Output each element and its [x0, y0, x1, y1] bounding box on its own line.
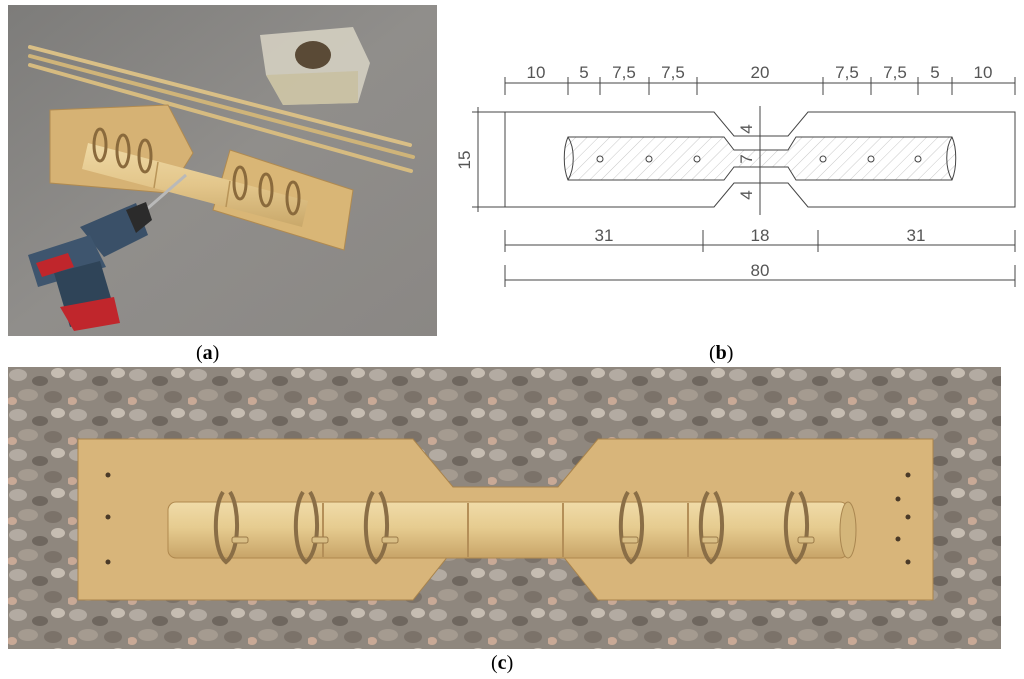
- dim-label: 4: [737, 124, 756, 133]
- screw-holes: [596, 155, 922, 163]
- dim-label: 4: [737, 190, 756, 199]
- dim-label: 7,5: [661, 63, 685, 82]
- wooden-pegs: [231, 536, 815, 544]
- cordless-drill: [28, 202, 152, 331]
- dim-label: 7: [737, 154, 756, 163]
- dim-label: 80: [751, 261, 770, 280]
- plastic-box: [260, 27, 370, 105]
- dim-label: 5: [579, 63, 588, 82]
- bamboo-rods: [28, 45, 415, 173]
- specimen-photo: [8, 367, 1001, 649]
- string-ties: [213, 490, 810, 565]
- specimen-drawing: 10 5 7,5 7,5 20 7,5 7,5 5 10 15 4 7 4 31…: [455, 63, 1016, 287]
- dim-label: 5: [930, 63, 939, 82]
- photo-panel-a: [8, 5, 437, 336]
- board-holes: [105, 472, 911, 565]
- dim-label: 7,5: [612, 63, 636, 82]
- dim-label: 10: [527, 63, 546, 82]
- dim-label: 31: [595, 226, 614, 245]
- dim-label: 18: [751, 226, 770, 245]
- neck-dimension-line: [752, 106, 770, 215]
- dim-label: 7,5: [835, 63, 859, 82]
- bottom-dimension-lines: [504, 230, 1016, 287]
- caption-a: (a): [196, 342, 220, 364]
- dim-label: 31: [907, 226, 926, 245]
- assembly-photo: [8, 5, 437, 336]
- drawing-panel-b: 10 5 7,5 7,5 20 7,5 7,5 5 10 15 4 7 4 31…: [455, 5, 1024, 336]
- dim-label: 10: [974, 63, 993, 82]
- caption-c: (c): [491, 652, 514, 674]
- height-dimension-line: [472, 107, 505, 212]
- string-loops: [92, 127, 301, 216]
- top-dimension-line: [504, 77, 1016, 95]
- dim-label: 20: [751, 63, 770, 82]
- specimen-outline: [504, 111, 1016, 208]
- dim-label: 7,5: [883, 63, 907, 82]
- caption-b: (b): [709, 342, 734, 364]
- dim-label: 15: [455, 151, 474, 170]
- bamboo-tube-large: [167, 501, 857, 559]
- photo-panel-c: [8, 367, 1001, 649]
